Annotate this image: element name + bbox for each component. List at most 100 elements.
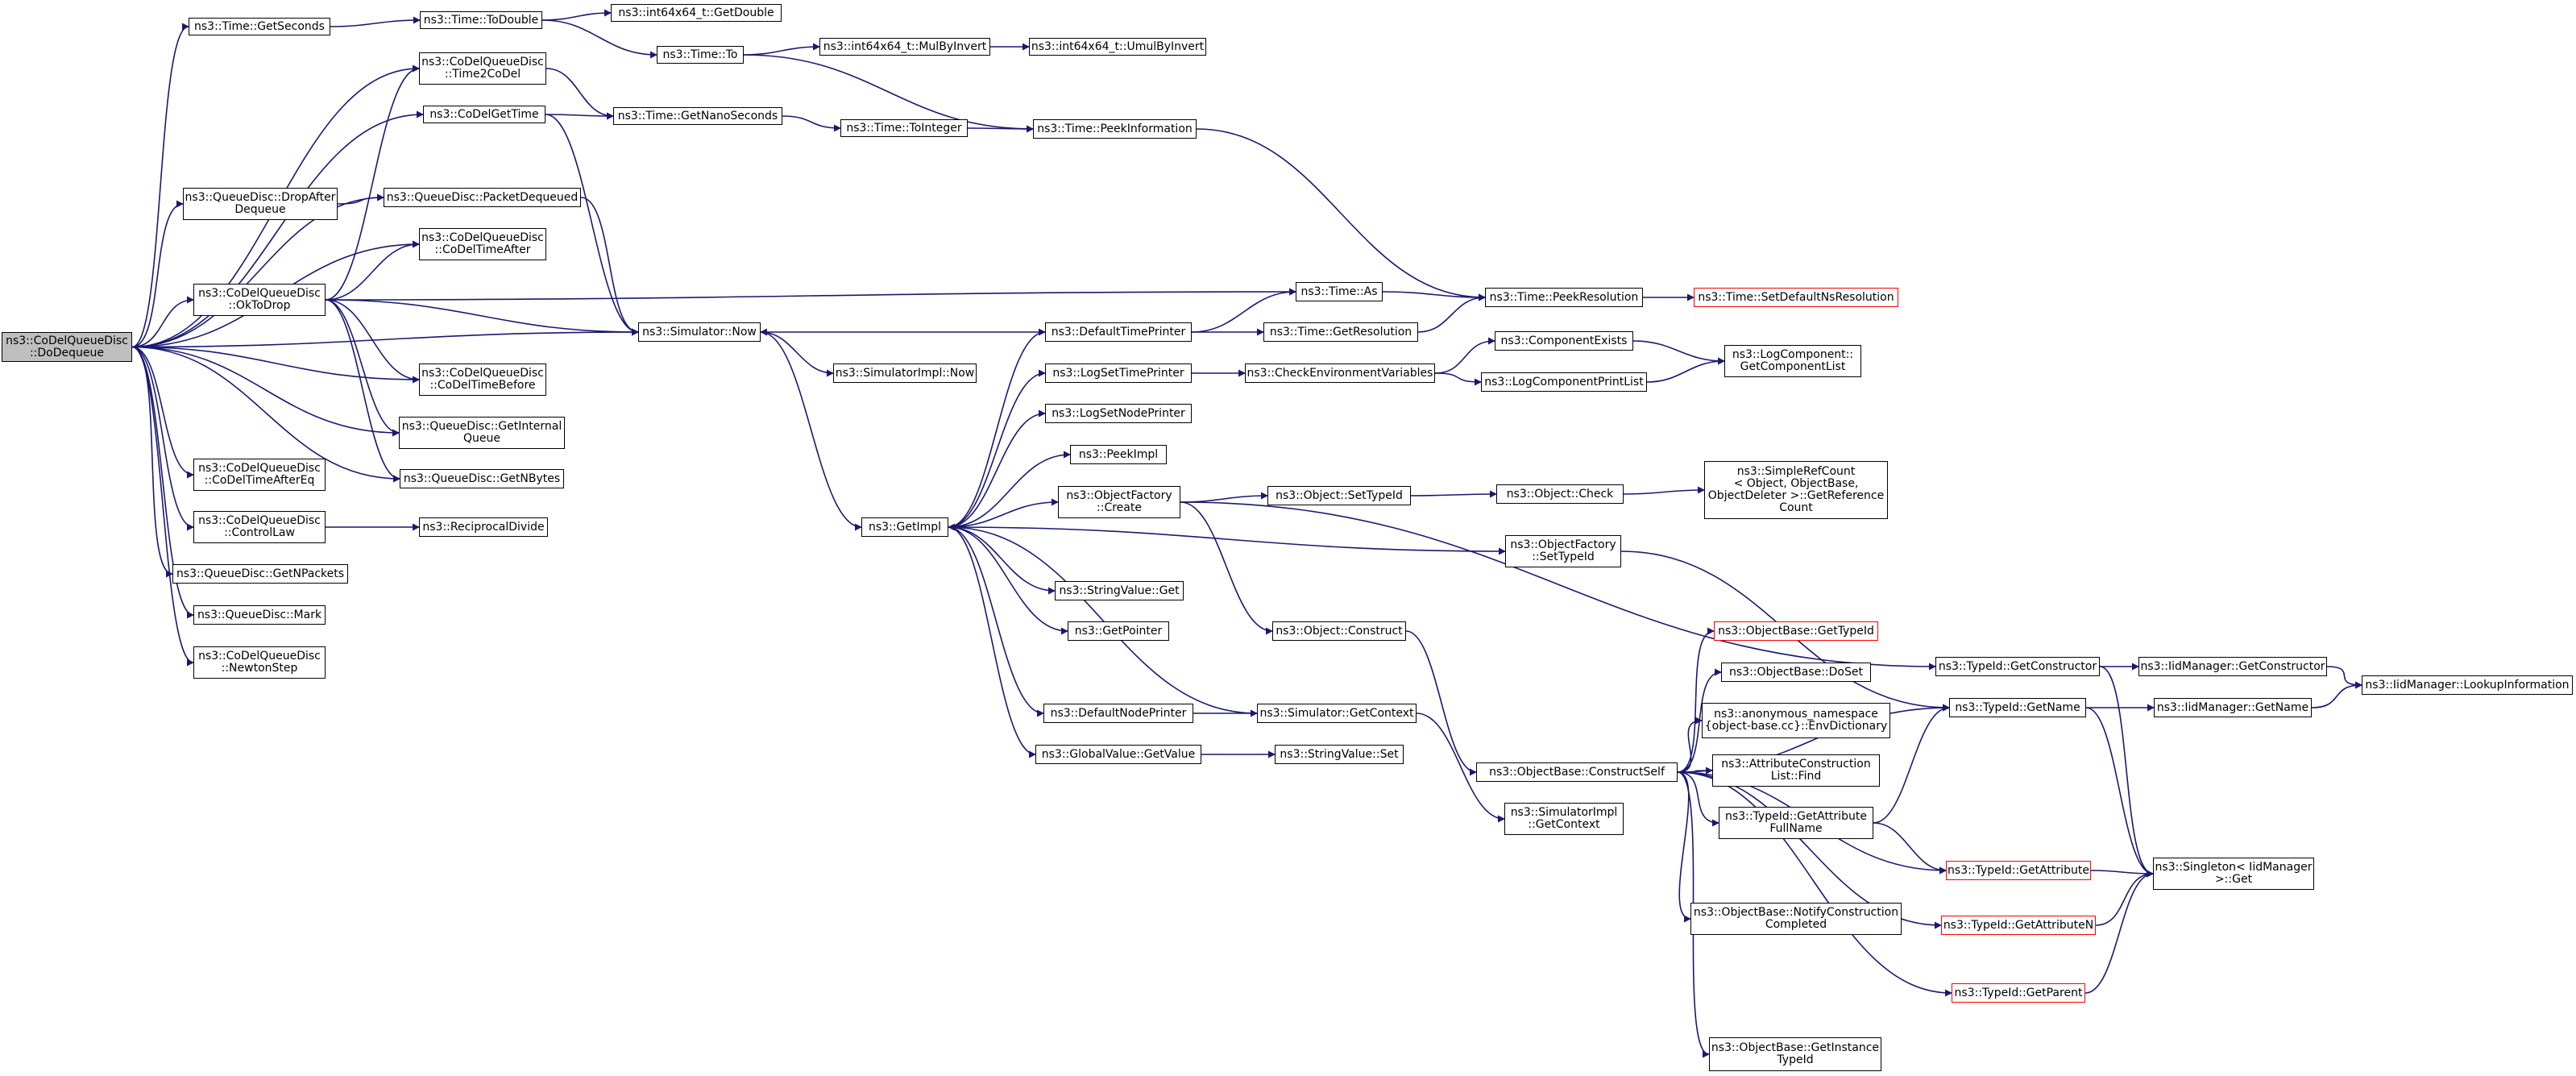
node-int64-getdouble[interactable]: ns3::int64x64_t::GetDouble (611, 4, 782, 22)
node-logsetnodeprinter[interactable]: ns3::LogSetNodePrinter (1045, 404, 1192, 423)
node-simulator-getcontext[interactable]: ns3::Simulator::GetContext (1257, 704, 1417, 723)
node-objectfactory-create[interactable]: ns3::ObjectFactory::Create (1058, 486, 1180, 518)
node-label-line: ::Create (1097, 501, 1142, 514)
node-label-line: ns3::int64x64_t::UmulByInvert (1031, 39, 1205, 53)
node-time-as[interactable]: ns3::Time::As (1296, 282, 1383, 301)
node-label-line: ns3::CoDelQueueDisc (198, 514, 321, 527)
node-objectbase-constructself[interactable]: ns3::ObjectBase::ConstructSelf (1476, 762, 1678, 782)
node-label-line: ns3::Singleton< IidManager (2155, 861, 2313, 874)
node-typeid-getattribute[interactable]: ns3::TypeId::GetAttribute (1946, 861, 2091, 880)
node-typeid-getconstructor[interactable]: ns3::TypeId::GetConstructor (1935, 657, 2100, 676)
node-time-to[interactable]: ns3::Time::To (657, 46, 744, 64)
call-edge (1632, 340, 1725, 365)
node-time-getseconds[interactable]: ns3::Time::GetSeconds (189, 18, 330, 35)
node-codel-codeltimeafter[interactable]: ns3::CoDelQueueDisc::CoDelTimeAfter (419, 228, 546, 260)
node-label-line: ns3::Time::PeekResolution (1489, 290, 1639, 304)
node-codel-oktodrop[interactable]: ns3::CoDelQueueDisc::OkToDrop (193, 284, 326, 316)
node-stringvalue-get[interactable]: ns3::StringValue::Get (1055, 581, 1184, 600)
call-edge (1873, 704, 1950, 824)
node-object-construct[interactable]: ns3::Object::Construct (1272, 621, 1406, 641)
node-label-line: ns3::CoDelQueueDisc (421, 367, 544, 380)
node-globalvalue-getvalue[interactable]: ns3::GlobalValue::GetValue (1035, 745, 1201, 764)
node-label-line: ns3::TypeId::GetAttribute (1725, 810, 1867, 823)
call-edge (2085, 707, 2154, 878)
call-edge (1416, 712, 1505, 823)
node-qd-mark[interactable]: ns3::QueueDisc::Mark (193, 605, 326, 625)
node-time-peekresolution[interactable]: ns3::Time::PeekResolution (1485, 288, 1643, 307)
node-objectbase-doset[interactable]: ns3::ObjectBase::DoSet (1721, 663, 1871, 682)
node-peekimpl[interactable]: ns3::PeekImpl (1070, 445, 1167, 464)
call-edge (131, 346, 400, 483)
call-edge (2326, 666, 2362, 689)
node-simulatorimpl-now[interactable]: ns3::SimulatorImpl::Now (833, 364, 977, 383)
node-int64-umulbyinvert[interactable]: ns3::int64x64_t::UmulByInvert (1029, 38, 1206, 56)
call-edge (1180, 501, 1936, 671)
node-label-line: ns3::GetPointer (1074, 624, 1163, 638)
node-singleton-get[interactable]: ns3::Singleton< IidManager >::Get (2153, 858, 2314, 890)
node-reciprocaldivide[interactable]: ns3::ReciprocalDivide (419, 517, 548, 537)
node-iidmanager-lookupinformation[interactable]: ns3::IidManager::LookupInformation (2362, 675, 2573, 695)
call-edge (131, 346, 194, 531)
node-label-line: ns3::TypeId::GetConstructor (1938, 659, 2097, 673)
node-time-peekinformation[interactable]: ns3::Time::PeekInformation (1033, 119, 1197, 139)
node-label-line: ns3::LogComponentPrintList (1484, 375, 1644, 388)
node-codel-codeltimeaftereq[interactable]: ns3::CoDelQueueDisc::CoDelTimeAfterEq (193, 459, 326, 491)
node-iidmanager-getname[interactable]: ns3::IidManager::GetName (2154, 698, 2312, 717)
node-label-line: ns3::ObjectBase::GetInstance (1711, 1041, 1880, 1054)
node-objectbase-gettypeid[interactable]: ns3::ObjectBase::GetTypeId (1714, 621, 1878, 641)
node-codel-controllaw[interactable]: ns3::CoDelQueueDisc::ControlLaw (193, 511, 326, 543)
node-codelgettime[interactable]: ns3::CoDelGetTime (423, 106, 545, 123)
node-simulator-now[interactable]: ns3::Simulator::Now (638, 322, 761, 342)
node-logsettimeprinter[interactable]: ns3::LogSetTimePrinter (1045, 364, 1192, 383)
node-label-line: ns3::QueueDisc::GetNPackets (176, 567, 345, 580)
node-label-line: ns3::CoDelGetTime (429, 107, 539, 121)
node-iidmanager-getconstructor[interactable]: ns3::IidManager::GetConstructor (2138, 657, 2327, 676)
node-codel-codeltimebefore[interactable]: ns3::CoDelQueueDisc::CoDelTimeBefore (419, 364, 546, 396)
node-getimpl[interactable]: ns3::GetImpl (861, 517, 948, 537)
node-qd-getnpackets[interactable]: ns3::QueueDisc::GetNPackets (172, 564, 348, 584)
node-qd-getnbytes[interactable]: ns3::QueueDisc::GetNBytes (400, 469, 564, 488)
node-stringvalue-set[interactable]: ns3::StringValue::Set (1275, 745, 1404, 764)
node-label-line: ns3::QueueDisc::PacketDequeued (386, 190, 579, 204)
node-codel-newtonstep[interactable]: ns3::CoDelQueueDisc::NewtonStep (193, 646, 326, 679)
node-label-line: ns3::CoDelQueueDisc (198, 650, 321, 663)
node-simplerefcount[interactable]: ns3::SimpleRefCount< Object, ObjectBase,… (1704, 461, 1888, 519)
node-defaulttimeprinter[interactable]: ns3::DefaultTimePrinter (1045, 322, 1192, 342)
node-typeid-getattributen[interactable]: ns3::TypeId::GetAttributeN (1941, 916, 2096, 935)
node-time-getresolution[interactable]: ns3::Time::GetResolution (1263, 322, 1418, 342)
node-envdictionary[interactable]: ns3::anonymous_namespace{object-base.cc}… (1702, 703, 1890, 738)
call-edge (131, 23, 189, 348)
call-edge (131, 346, 194, 619)
node-label-line: ns3::QueueDisc::GetInternal (401, 420, 562, 433)
node-time-todouble[interactable]: ns3::Time::ToDouble (420, 11, 542, 29)
node-int64-mulbyinvert[interactable]: ns3::int64x64_t::MulByInvert (819, 38, 990, 56)
node-codel-time2codel[interactable]: ns3::CoDelQueueDisc::Time2CoDel (419, 52, 546, 85)
node-object-check[interactable]: ns3::Object::Check (1496, 484, 1624, 504)
node-checkenvironmentvariables[interactable]: ns3::CheckEnvironmentVariables (1245, 364, 1435, 383)
node-typeid-getparent[interactable]: ns3::TypeId::GetParent (1952, 983, 2085, 1003)
node-label-line: FullName (1769, 822, 1823, 835)
node-time-setdefaultnsresolution[interactable]: ns3::Time::SetDefaultNsResolution (1694, 288, 1898, 307)
node-objectfactory-settypeid[interactable]: ns3::ObjectFactory::SetTypeId (1505, 535, 1621, 567)
node-time-tointeger[interactable]: ns3::Time::ToInteger (840, 119, 968, 137)
call-edge (2311, 681, 2362, 708)
node-defaultnodeprinter[interactable]: ns3::DefaultNodePrinter (1043, 704, 1193, 723)
node-logcomponent-getcomponentlist[interactable]: ns3::LogComponent::GetComponentList (1724, 345, 1861, 377)
node-logcomponentprintlist[interactable]: ns3::LogComponentPrintList (1481, 372, 1647, 392)
call-edge (1405, 630, 1477, 776)
node-getpointer[interactable]: ns3::GetPointer (1068, 621, 1169, 641)
node-qd-packetdequeued[interactable]: ns3::QueueDisc::PacketDequeued (384, 188, 581, 207)
node-time-getnanoseconds[interactable]: ns3::Time::GetNanoSeconds (613, 107, 782, 125)
node-typeid-getname[interactable]: ns3::TypeId::GetName (1949, 698, 2086, 717)
node-simulatorimpl-getcontext[interactable]: ns3::SimulatorImpl::GetContext (1504, 803, 1624, 835)
node-object-settypeid[interactable]: ns3::Object::SetTypeId (1267, 486, 1411, 505)
node-label-line: ns3::TypeId::GetAttributeN (1943, 918, 2094, 932)
node-componentexists[interactable]: ns3::ComponentExists (1495, 331, 1633, 351)
